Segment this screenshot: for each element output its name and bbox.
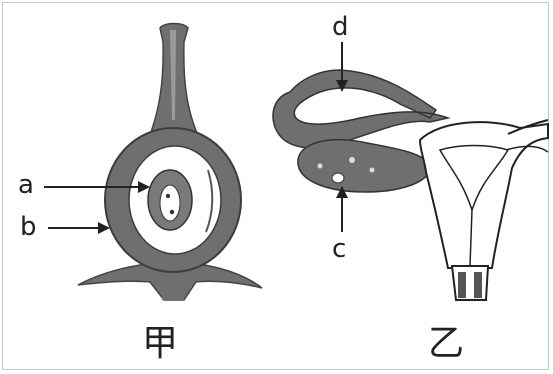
label-a: a [18,172,34,198]
vagina [452,266,488,300]
label-b: b [20,214,37,240]
arrow-c [336,186,348,232]
embryo-sac [160,185,180,221]
label-d: d [332,14,349,40]
caption-left: 甲 [142,326,178,362]
caption-right: 乙 [428,326,464,362]
arrow-b [48,222,110,234]
label-c: c [332,236,346,262]
pistil-figure [44,24,262,301]
oviduct [273,70,448,148]
female-reproductive-figure [273,42,548,300]
uterus [420,122,548,268]
